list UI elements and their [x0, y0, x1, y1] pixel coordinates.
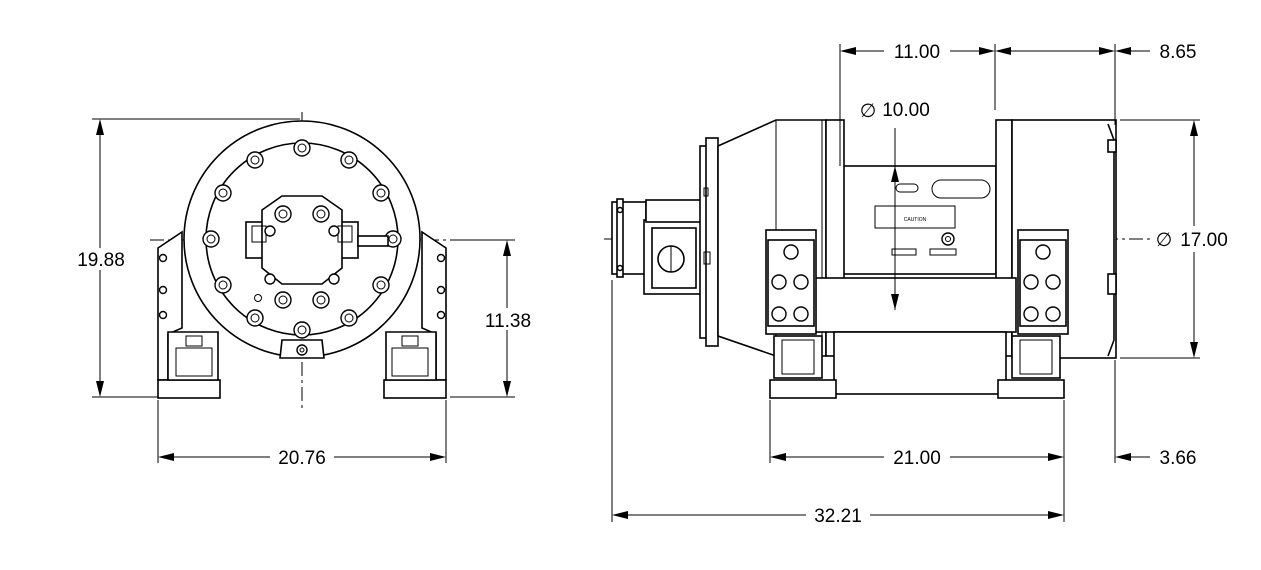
dim-side-overall-length-value: 32.21	[814, 506, 862, 527]
dim-side-drum-diameter-symbol: ∅	[860, 101, 877, 122]
dim-side-end-offset-value: 3.66	[1160, 448, 1197, 469]
dim-side-drum-diameter-value: 10.00	[882, 100, 930, 121]
side-motor	[611, 137, 719, 347]
dim-side-base-length-value: 21.00	[893, 448, 941, 469]
front-bolt-circle	[202, 139, 402, 339]
dim-side-end-offset: 3.66	[1114, 360, 1197, 469]
dim-side-right-offset: 8.65	[995, 42, 1196, 125]
front-right-foot	[383, 230, 447, 399]
side-left-end-plate	[765, 229, 817, 335]
side-base	[769, 277, 1065, 399]
dim-front-width-value: 20.76	[278, 448, 326, 469]
dim-side-drum-length: 11.00	[839, 40, 996, 166]
dim-side-flange-diameter-value: 17.00	[1180, 230, 1228, 251]
dim-side-base-length: 21.00	[769, 400, 1065, 522]
dim-front-height: 19.88	[70, 118, 300, 398]
front-motor-housing	[245, 195, 389, 309]
dim-front-width: 20.76	[157, 400, 447, 469]
dim-side-flange-diameter-symbol: ∅	[1156, 230, 1173, 251]
dim-side-flange-diameter: ∅ 17.00	[1120, 119, 1228, 359]
caution-label: CAUTION	[904, 217, 927, 223]
dim-front-height-value: 19.88	[77, 250, 125, 271]
dim-side-overall-length: 32.21	[611, 280, 1064, 527]
dim-side-drum-length-value: 11.00	[894, 42, 940, 63]
side-right-end-plate	[1017, 229, 1069, 335]
dim-front-shaft-height: 11.38	[450, 239, 540, 398]
side-view: CAUTION	[604, 40, 1228, 527]
dim-side-right-offset-value: 8.65	[1160, 42, 1197, 63]
front-left-foot	[157, 230, 221, 399]
dim-front-shaft-height-value: 11.38	[485, 311, 531, 332]
front-view: 19.88 11.38 20.76	[70, 112, 540, 469]
dim-side-drum-diameter: ∅ 10.00	[860, 100, 930, 310]
